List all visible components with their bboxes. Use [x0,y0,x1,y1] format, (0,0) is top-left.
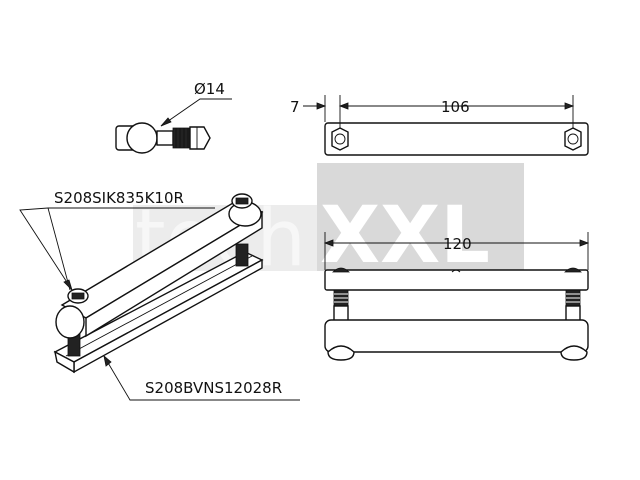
callout-screw: S208SIK835K10R [19,189,215,291]
isometric-assembly [53,193,264,374]
watermark-text-bold: XXL [320,191,490,281]
rail-top-view [324,122,589,156]
watermark-box [317,163,524,271]
dimension-120: 120 [323,232,590,270]
callout-rail: S208BVNS12028R [103,354,300,401]
diameter-label: Ø14 [194,80,225,98]
diameter-dimension: Ø14 [160,80,232,127]
offset-label: 7 [290,98,300,116]
hole-spacing-label: 106 [441,98,470,116]
rail-front-view [324,267,589,361]
screw-part-label: S208SIK835K10R [54,189,184,207]
overall-length-label: 120 [443,235,472,253]
connector-side-view [115,122,211,154]
rail-part-label: S208BVNS12028R [145,379,282,397]
dimension-106: 106 [340,95,575,128]
